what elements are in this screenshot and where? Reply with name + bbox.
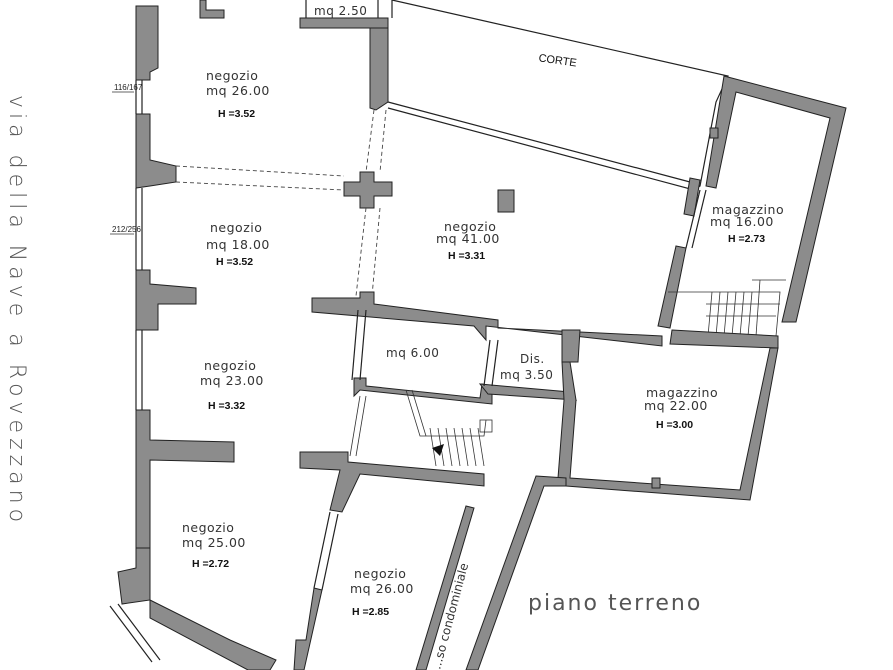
- room-2-50-area: mq 2.50: [314, 4, 367, 18]
- svg-text:mq 16.00: mq 16.00: [710, 214, 774, 229]
- svg-text:H =2.73: H =2.73: [728, 233, 765, 245]
- dis-label: Dis.: [520, 352, 545, 366]
- svg-text:116/167: 116/167: [114, 83, 143, 92]
- svg-text:negozio: negozio: [204, 358, 256, 373]
- svg-text:mq 22.00: mq 22.00: [644, 398, 708, 413]
- pillar-small: [497, 189, 515, 213]
- small-room-lines: [351, 309, 499, 387]
- room-negozio-2: negozio mq 18.00 H =3.52: [206, 220, 270, 268]
- room-negozio-6: negozio mq 26.00 H =2.85: [350, 566, 414, 618]
- dis-area: mq 3.50: [500, 368, 553, 382]
- svg-text:magazzino: magazzino: [712, 202, 784, 217]
- stairs-north: [668, 279, 786, 337]
- svg-text:212/256: 212/256: [112, 225, 141, 234]
- stairs-central: [349, 389, 493, 467]
- svg-text:magazzino: magazzino: [646, 385, 718, 400]
- room-negozio-4: negozio mq 25.00 H =2.72: [182, 520, 246, 570]
- svg-text:mq 23.00: mq 23.00: [200, 373, 264, 388]
- svg-text:mq 18.00: mq 18.00: [206, 237, 270, 252]
- dimension-mid: 212/256: [110, 225, 141, 235]
- svg-text:mq 41.00: mq 41.00: [436, 231, 500, 246]
- dimension-top: 116/167: [112, 83, 143, 93]
- svg-text:mq 26.00: mq 26.00: [350, 581, 414, 596]
- svg-text:H =3.32: H =3.32: [208, 400, 245, 412]
- bottom-left-walls: [109, 599, 277, 670]
- room-negozio-5: negozio mq 41.00 H =3.31: [436, 219, 500, 262]
- svg-text:H =2.85: H =2.85: [352, 606, 389, 618]
- south-shop-walls: [293, 451, 485, 670]
- central-pillar: [343, 171, 393, 209]
- svg-text:H =3.00: H =3.00: [656, 419, 693, 431]
- svg-text:negozio: negozio: [354, 566, 406, 581]
- room-6-00-area: mq 6.00: [386, 346, 439, 360]
- svg-text:H =3.52: H =3.52: [218, 108, 255, 120]
- top-walls: [199, 0, 393, 111]
- svg-text:H =3.31: H =3.31: [448, 250, 485, 262]
- room-magazzino-1: magazzino mq 16.00 H =2.73: [710, 202, 784, 245]
- room-negozio-3: negozio mq 23.00 H =3.32: [200, 358, 264, 412]
- svg-text:H =3.52: H =3.52: [216, 256, 253, 268]
- room-magazzino-2: magazzino mq 22.00 H =3.00: [644, 385, 718, 431]
- room-negozio-1: negozio mq 26.00 H =3.52: [206, 68, 270, 120]
- svg-text:mq 25.00: mq 25.00: [182, 535, 246, 550]
- street-name: via della Nave a Rovezzano: [4, 95, 29, 527]
- svg-text:negozio: negozio: [444, 219, 496, 234]
- magazzino-south-walls: [465, 347, 779, 670]
- left-facade-wall: [117, 5, 235, 605]
- svg-text:negozio: negozio: [182, 520, 234, 535]
- magazzino-north-walls: [657, 75, 847, 329]
- floor-name: piano terreno: [528, 591, 702, 616]
- svg-text:negozio: negozio: [206, 68, 258, 83]
- dashed-divisions: [175, 109, 387, 297]
- svg-text:negozio: negozio: [210, 220, 262, 235]
- courtyard: [387, 0, 729, 217]
- court-label: CORTE: [538, 52, 578, 69]
- svg-text:mq 26.00: mq 26.00: [206, 83, 270, 98]
- svg-text:H =2.72: H =2.72: [192, 558, 229, 570]
